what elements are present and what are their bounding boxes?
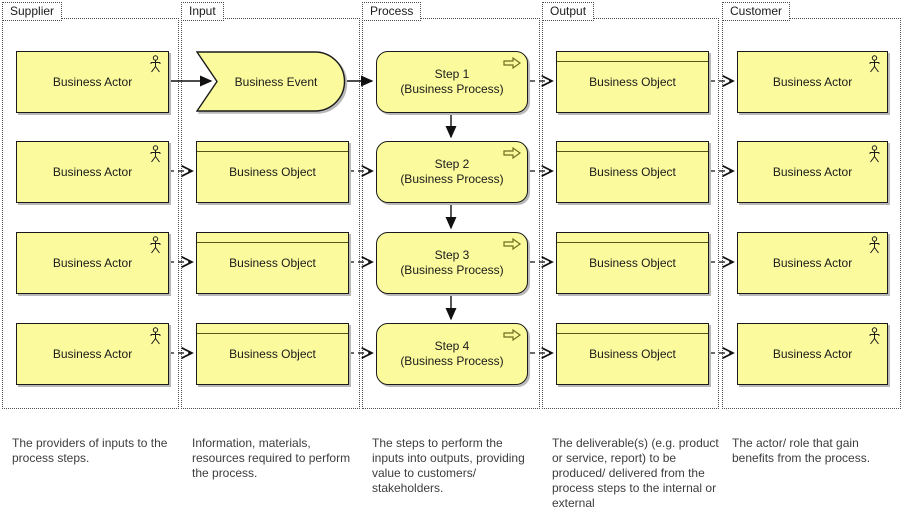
step-subtitle: (Business Process) bbox=[400, 172, 504, 186]
column-description-output: The deliverable(s) (e.g. product or serv… bbox=[552, 436, 719, 510]
column-label-supplier[interactable]: Supplier bbox=[2, 2, 63, 21]
node-label: Business Actor bbox=[52, 75, 133, 89]
step-title: Step 1 bbox=[434, 67, 470, 81]
node-label: Business Object bbox=[589, 165, 676, 179]
business-actor-node[interactable]: Business Actor bbox=[737, 51, 888, 113]
column-label-output[interactable]: Output bbox=[542, 2, 595, 21]
column-frame-output[interactable] bbox=[542, 18, 719, 409]
process-arrow-icon bbox=[502, 56, 522, 74]
business-event-node[interactable]: Business Event bbox=[195, 51, 346, 112]
column-description-customer: The actor/ role that gain benefits from … bbox=[732, 436, 871, 465]
business-actor-node[interactable]: Business Actor bbox=[737, 232, 888, 294]
business-actor-node[interactable]: Business Actor bbox=[16, 323, 169, 385]
node-label: Business Object bbox=[229, 347, 316, 361]
step-subtitle: (Business Process) bbox=[400, 263, 504, 277]
column-label-process[interactable]: Process bbox=[362, 2, 422, 21]
column-frame-supplier[interactable] bbox=[2, 18, 179, 409]
object-header-bar bbox=[197, 324, 348, 334]
column-label-customer[interactable]: Customer bbox=[722, 2, 791, 21]
business-actor-node[interactable]: Business Actor bbox=[737, 141, 888, 203]
object-header-bar bbox=[557, 52, 708, 62]
step-subtitle: (Business Process) bbox=[400, 354, 504, 368]
column-frame-customer[interactable] bbox=[722, 18, 901, 409]
step-title: Step 3 bbox=[434, 248, 470, 262]
business-object-node[interactable]: Business Object bbox=[556, 323, 709, 385]
column-description-process: The steps to perform the inputs into out… bbox=[372, 436, 525, 495]
actor-icon bbox=[149, 327, 162, 349]
node-label: Business Object bbox=[589, 75, 676, 89]
step-title: Step 2 bbox=[434, 157, 470, 171]
actor-icon bbox=[149, 145, 162, 167]
business-object-node[interactable]: Business Object bbox=[196, 323, 349, 385]
node-label: Business Object bbox=[229, 256, 316, 270]
column-frame-process[interactable] bbox=[362, 18, 540, 409]
process-arrow-icon bbox=[502, 328, 522, 346]
column-frame-input[interactable] bbox=[181, 18, 360, 409]
column-description-supplier: The providers of inputs to the process s… bbox=[12, 436, 168, 465]
step-title: Step 4 bbox=[434, 339, 470, 353]
node-label: Business Actor bbox=[772, 347, 853, 361]
object-header-bar bbox=[557, 233, 708, 243]
actor-icon bbox=[868, 327, 881, 349]
business-process-step[interactable]: Step 3 (Business Process) bbox=[376, 232, 528, 294]
business-object-node[interactable]: Business Object bbox=[196, 232, 349, 294]
business-object-node[interactable]: Business Object bbox=[556, 141, 709, 203]
node-label: Business Actor bbox=[772, 75, 853, 89]
column-label-input[interactable]: Input bbox=[181, 2, 224, 21]
node-label: Business Object bbox=[589, 256, 676, 270]
business-process-step[interactable]: Step 2 (Business Process) bbox=[376, 141, 528, 203]
node-label: Business Actor bbox=[772, 165, 853, 179]
column-description-input: Information, materials, resources requir… bbox=[192, 436, 351, 480]
business-actor-node[interactable]: Business Actor bbox=[16, 232, 169, 294]
actor-icon bbox=[868, 145, 881, 167]
node-label: Business Object bbox=[229, 165, 316, 179]
business-actor-node[interactable]: Business Actor bbox=[16, 141, 169, 203]
node-label: Business Object bbox=[589, 347, 676, 361]
actor-icon bbox=[868, 236, 881, 258]
business-actor-node[interactable]: Business Actor bbox=[737, 323, 888, 385]
actor-icon bbox=[868, 55, 881, 77]
actor-icon bbox=[149, 55, 162, 77]
actor-icon bbox=[149, 236, 162, 258]
object-header-bar bbox=[197, 142, 348, 152]
node-label: Business Actor bbox=[52, 347, 133, 361]
node-label: Business Event bbox=[234, 74, 318, 89]
business-object-node[interactable]: Business Object bbox=[196, 141, 349, 203]
business-object-node[interactable]: Business Object bbox=[556, 232, 709, 294]
object-header-bar bbox=[557, 142, 708, 152]
process-arrow-icon bbox=[502, 237, 522, 255]
process-arrow-icon bbox=[502, 146, 522, 164]
business-object-node[interactable]: Business Object bbox=[556, 51, 709, 113]
business-actor-node[interactable]: Business Actor bbox=[16, 51, 169, 113]
business-process-step[interactable]: Step 4 (Business Process) bbox=[376, 323, 528, 385]
business-process-step[interactable]: Step 1 (Business Process) bbox=[376, 51, 528, 113]
node-label: Business Actor bbox=[52, 256, 133, 270]
step-subtitle: (Business Process) bbox=[400, 82, 504, 96]
node-label: Business Actor bbox=[772, 256, 853, 270]
object-header-bar bbox=[557, 324, 708, 334]
object-header-bar bbox=[197, 233, 348, 243]
node-label: Business Actor bbox=[52, 165, 133, 179]
